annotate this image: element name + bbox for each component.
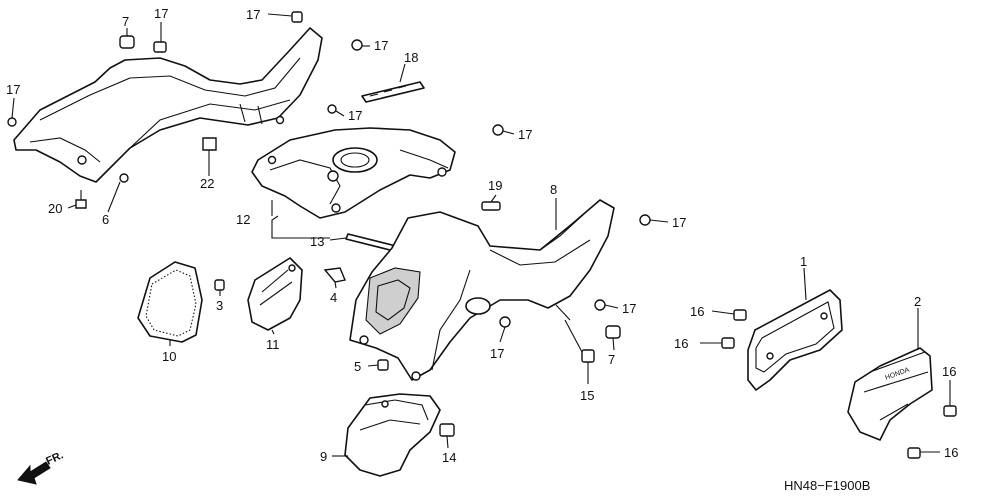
plate-part-1[interactable] (747, 289, 843, 391)
callout-20: 20 (48, 201, 62, 216)
forward-arrow-icon: FR. (17, 449, 65, 485)
callout-8: 8 (550, 182, 557, 197)
skid-plate-part-2[interactable]: HONDA (847, 347, 933, 441)
callout-3: 3 (216, 298, 223, 313)
callout-9: 9 (320, 449, 327, 464)
callout-16: 16 (690, 304, 704, 319)
callout-6: 6 (102, 212, 109, 227)
callout-17: 17 (518, 127, 532, 142)
panel-part-11[interactable] (247, 257, 303, 331)
rear-fender-part-8[interactable] (349, 199, 615, 381)
center-cover-part-12[interactable] (251, 127, 456, 219)
callout-labels: 7 17 17 17 18 17 17 17 22 20 6 19 8 17 1… (6, 6, 958, 465)
callout-15: 15 (580, 388, 594, 403)
callout-16: 16 (942, 364, 956, 379)
callout-17: 17 (374, 38, 388, 53)
callout-17: 17 (154, 6, 168, 21)
callout-12: 12 (236, 212, 250, 227)
callout-13: 13 (310, 234, 324, 249)
callout-11: 11 (266, 337, 280, 352)
callout-10: 10 (162, 349, 176, 364)
callout-5: 5 (354, 359, 361, 374)
callout-17: 17 (672, 215, 686, 230)
callout-7: 7 (608, 352, 615, 367)
diagram-code: HN48−F1900B (784, 478, 870, 493)
pad-part-10[interactable] (137, 261, 203, 343)
callout-18: 18 (404, 50, 418, 65)
callout-17: 17 (246, 7, 260, 22)
hardware (7, 11, 957, 459)
callout-1: 1 (800, 254, 807, 269)
callout-22: 22 (200, 176, 214, 191)
callout-17: 17 (6, 82, 20, 97)
callout-19: 19 (488, 178, 502, 193)
callout-17: 17 (348, 108, 362, 123)
callout-14: 14 (442, 450, 456, 465)
callout-16: 16 (674, 336, 688, 351)
callout-2: 2 (914, 294, 921, 309)
callout-7: 7 (122, 14, 129, 29)
rod-part-13[interactable] (345, 233, 397, 252)
callout-4: 4 (330, 290, 337, 305)
guard-part-9[interactable] (344, 393, 441, 477)
leader-lines (11, 13, 951, 457)
strap-part-18[interactable] (361, 81, 425, 103)
callout-17: 17 (622, 301, 636, 316)
left-fender-part-6[interactable] (13, 27, 323, 183)
direction-label: FR. (44, 449, 65, 467)
callout-17: 17 (490, 346, 504, 361)
callout-16: 16 (944, 445, 958, 460)
